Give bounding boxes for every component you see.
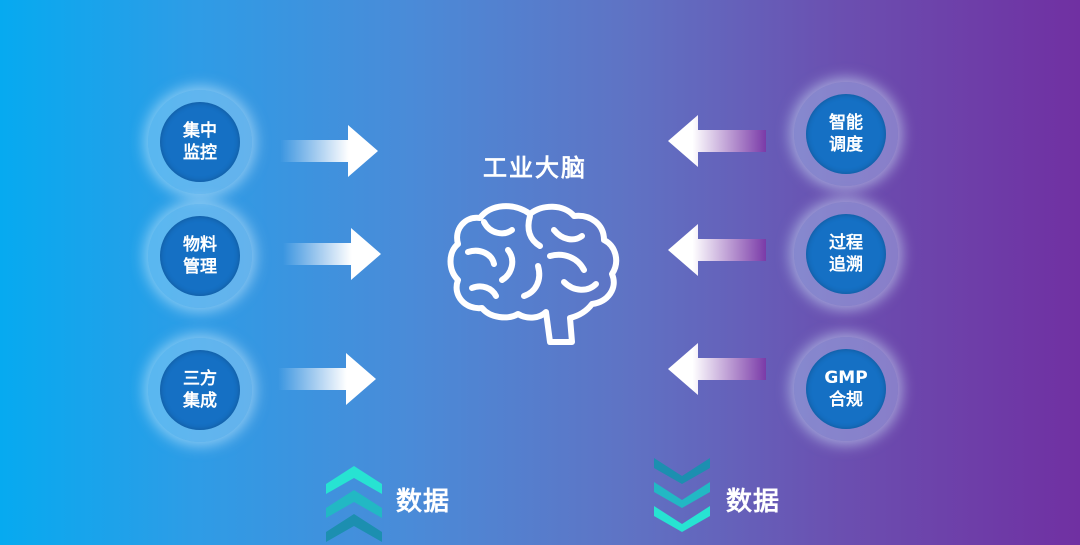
node-gmp-compliance: GMP 合规 xyxy=(794,337,898,441)
node-process-traceability: 过程 追溯 xyxy=(794,202,898,306)
node-core: 过程 追溯 xyxy=(806,214,886,294)
node-core: 三方 集成 xyxy=(160,350,240,430)
node-label-line2: 合规 xyxy=(829,390,863,410)
node-core: 物料 管理 xyxy=(160,216,240,296)
node-label-line1: 三方 xyxy=(183,369,217,389)
node-label-line2: 集成 xyxy=(183,391,217,411)
node-third-party-integration: 三方 集成 xyxy=(148,338,252,442)
chevrons-up-icon xyxy=(324,462,384,544)
brain-title: 工业大脑 xyxy=(483,154,587,182)
brain-icon xyxy=(446,200,620,348)
node-label-line1: 物料 xyxy=(183,235,217,255)
node-material-management: 物料 管理 xyxy=(148,204,252,308)
node-core: GMP 合规 xyxy=(806,349,886,429)
node-label-line2: 管理 xyxy=(183,257,217,277)
node-core: 智能 调度 xyxy=(806,94,886,174)
node-label-line2: 追溯 xyxy=(829,255,863,275)
node-core: 集中 监控 xyxy=(160,102,240,182)
chevrons-down-icon xyxy=(652,456,712,538)
arrow-right-icon xyxy=(283,226,383,282)
node-label-line2: 调度 xyxy=(829,135,863,155)
node-label-line2: 监控 xyxy=(183,143,217,163)
node-smart-scheduling: 智能 调度 xyxy=(794,82,898,186)
data-label-right: 数据 xyxy=(726,487,781,517)
arrow-right-icon xyxy=(280,123,380,179)
node-label-line1: 集中 xyxy=(183,121,217,141)
node-label-line1: 智能 xyxy=(829,113,863,133)
arrow-right-icon xyxy=(278,351,378,407)
arrow-left-icon xyxy=(666,113,766,169)
data-label-left: 数据 xyxy=(396,487,451,517)
node-centralized-monitoring: 集中 监控 xyxy=(148,90,252,194)
node-label-line1: 过程 xyxy=(829,233,863,253)
arrow-left-icon xyxy=(666,341,766,397)
node-label-line1: GMP xyxy=(824,368,868,388)
arrow-left-icon xyxy=(666,222,766,278)
